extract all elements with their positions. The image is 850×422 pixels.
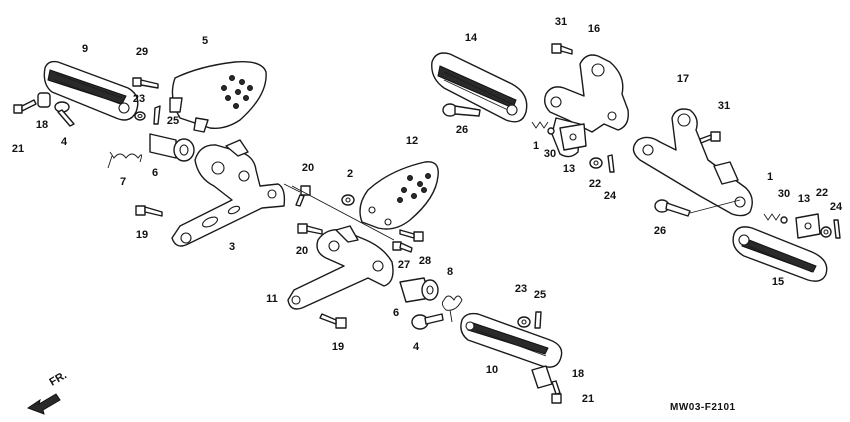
washer-part-23b [517,316,531,328]
callout-c2: 2 [347,168,353,180]
callout-c21b: 21 [582,393,594,405]
callout-c29: 29 [136,46,148,58]
callout-c28: 28 [419,255,431,267]
bolt-part-28 [399,229,424,242]
heel-plate-part-12 [359,161,439,230]
callout-c8: 8 [447,266,453,278]
pin-part-25b [534,311,542,329]
nut-part-2 [341,194,355,206]
callout-c31a: 31 [555,16,567,28]
bolt-part-20b [297,223,323,235]
callout-c22b: 22 [816,187,828,199]
callout-c14: 14 [465,32,478,44]
spring-part-7 [107,151,143,169]
bolt-part-27 [392,241,413,253]
bolt-part-20a [283,183,311,207]
callout-c20b: 20 [296,245,308,257]
callout-c21a: 21 [12,143,24,155]
callout-c27: 27 [398,259,410,271]
callout-c25a: 25 [167,115,179,127]
callout-c4a: 4 [61,136,68,148]
bolt-part-29 [132,77,159,89]
callout-c15: 15 [772,276,784,288]
callout-c24a: 24 [604,190,617,202]
pin-part-24b [833,219,841,239]
callout-c1b: 1 [767,171,773,183]
callout-c26b: 26 [654,225,666,237]
callout-c25b: 25 [534,289,546,301]
bolt-part-19b [319,313,347,329]
washer-part-23a [134,111,146,121]
bracket-part-17 [632,108,753,217]
footpeg-part-14 [431,52,528,123]
front-direction-label: FR. [48,369,69,388]
callout-c31b: 31 [718,100,730,112]
callout-c12: 12 [406,135,418,147]
pivot-pin-part-4b [411,313,444,330]
bush-part-6b [399,277,439,303]
footpeg-part-15 [732,226,828,282]
callout-c17: 17 [677,73,689,85]
callout-c23b: 23 [515,283,527,295]
bolt-part-19a [135,205,163,217]
callout-c13b: 13 [798,193,810,205]
pivot-pin-part-4a [54,101,75,127]
callout-c13a: 13 [563,163,575,175]
spring-part-1b [763,213,781,221]
pin-part-24a [607,154,615,173]
callout-c6a: 6 [152,167,158,179]
callout-c16: 16 [588,23,600,35]
callout-c18a: 18 [36,119,48,131]
pivot-pin-part-26a [442,103,481,117]
callout-c3: 3 [229,241,235,253]
bracket-part-16 [543,54,629,158]
pivot-pin-part-26b [654,199,741,217]
bolt-part-31a [551,43,573,55]
callout-c7: 7 [120,176,126,188]
ball-part-30a [547,127,555,135]
callout-c22a: 22 [589,178,601,190]
callout-c4b: 4 [413,341,420,353]
callout-c5: 5 [202,35,208,47]
plate-part-13a [559,123,587,151]
callout-c9: 9 [82,43,88,55]
ball-part-30b [780,216,788,224]
callout-c23a: 23 [133,93,145,105]
callout-c10: 10 [486,364,498,376]
heel-plate-part-5 [169,61,267,133]
callout-c26a: 26 [456,124,468,136]
pin-part-25a [153,105,161,125]
spring-part-1a [531,121,549,129]
washer-part-22a [589,157,603,169]
bolt-part-31b [699,131,721,144]
footpeg-part-9 [43,60,139,121]
bush-part-6a [149,133,195,162]
callout-c30b: 30 [778,188,790,200]
front-direction-arrow-icon [26,393,61,415]
callout-c6b: 6 [393,307,399,319]
spring-part-8 [441,295,463,323]
bolt-part-21a [13,99,37,114]
callout-c30a: 30 [544,148,556,160]
bracket-part-3 [171,139,286,247]
bolt-part-21b [551,380,562,404]
callout-c19a: 19 [136,229,148,241]
callout-c11: 11 [266,293,278,305]
callout-c24b: 24 [830,201,843,213]
washer-part-22b [820,226,832,238]
callout-c18b: 18 [572,368,584,380]
collar-part-18b [531,365,553,389]
callout-c20a: 20 [302,162,314,174]
diagram-code: MW03-F2101 [670,402,736,413]
plate-part-13b [795,213,821,239]
collar-part-18a [37,92,51,108]
footpeg-part-10 [460,312,563,368]
bracket-part-11 [287,185,395,310]
callout-c1a: 1 [533,140,539,152]
callout-c19b: 19 [332,341,344,353]
